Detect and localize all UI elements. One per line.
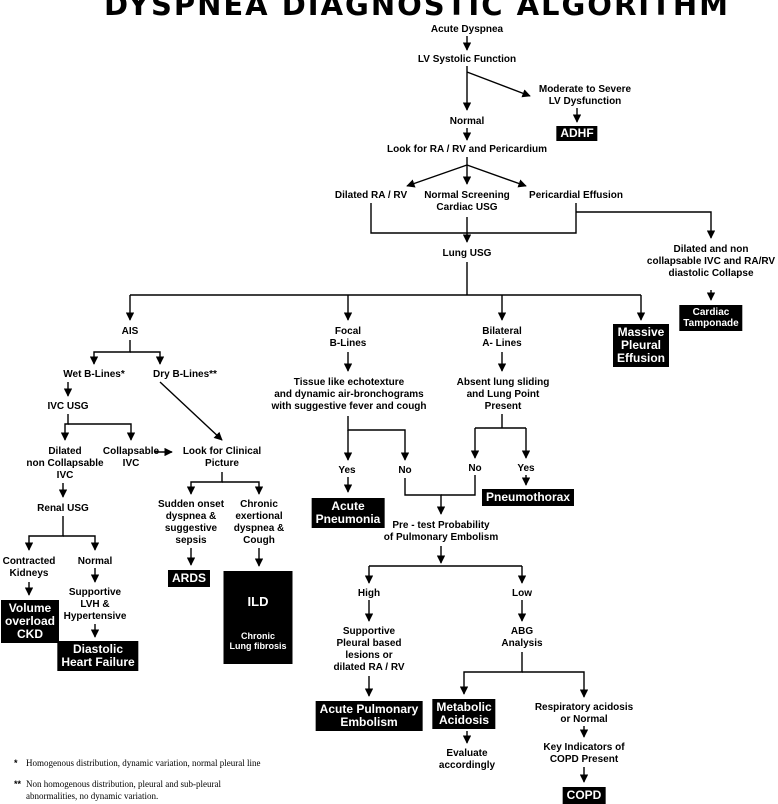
node-look-clinical-picture: Look for Clinical Picture [182, 446, 262, 469]
box-ild-subtitle: Chronic Lung fibrosis [229, 631, 287, 651]
box-ards: ARDS [167, 570, 211, 587]
box-ild-title: ILD [247, 594, 269, 609]
node-supportive-lvh: Supportive LVH & Hypertensive [63, 587, 127, 622]
arrow-no-to-pretest [404, 478, 446, 515]
footnote-1: * Homogenous distribution, dynamic variat… [14, 757, 260, 769]
box-massive-pleural-effusion: Massive Pleural Effusion [613, 324, 669, 367]
footnote-2-line1: Non homogenous distribution, pleural and… [26, 779, 221, 789]
arrow-abg-to-metabolic [459, 652, 523, 695]
node-absent-lung-sliding: Absent lung sliding and Lung Point Prese… [456, 377, 550, 412]
node-dilated-ra-rv: Dilated RA / RV [334, 190, 408, 201]
node-contracted-kidneys: Contracted Kidneys [2, 556, 56, 579]
node-pericardial-effusion: Pericardial Effusion [529, 190, 623, 201]
box-copd: COPD [562, 787, 606, 804]
node-respiratory-acidosis: Respiratory acidosis or Normal [534, 702, 634, 725]
connector-no-to-pretest [441, 475, 476, 496]
node-renal-usg: Renal USG [37, 503, 89, 514]
arrow-look-to-dilated [406, 164, 468, 188]
node-abg-analysis: ABG Analysis [501, 626, 543, 649]
node-sudden-onset-dyspnea: Sudden onset dyspnea & suggestive sepsis [157, 499, 225, 546]
node-supportive-pleural-lesions: Supportive Pleural based lesions or dila… [333, 626, 405, 673]
arrow-ivc-to-collapsable [68, 423, 136, 441]
arrow-look-to-effusion [466, 164, 527, 188]
arrow-effusion-to-ivc [576, 211, 716, 239]
node-ais: AIS [121, 326, 139, 337]
arrow-ais-to-dry [130, 351, 165, 365]
node-ivc-usg: IVC USG [47, 401, 89, 412]
box-acute-pneumonia: Acute Pneumonia [311, 498, 385, 528]
connector-effusion-bracket [467, 203, 577, 234]
node-renal-normal: Normal [77, 556, 113, 567]
node-pretest-probability-pe: Pre - test Probability of Pulmonary Embo… [383, 520, 499, 543]
footnote-1-text: Homogenous distribution, dynamic variati… [26, 758, 261, 768]
node-tissue-like-echotexture: Tissue like echotexture and dynamic air-… [271, 377, 427, 412]
box-cardiac-tamponade: Cardiac Tamponade [679, 305, 743, 331]
node-collapsable-ivc: Collapsable IVC [102, 446, 160, 469]
box-metabolic-acidosis: Metabolic Acidosis [432, 699, 496, 729]
arrow-tissue-to-no [347, 416, 410, 461]
node-chronic-exertional-dyspnea: Chronic exertional dyspnea & Cough [233, 499, 285, 546]
arrow-abg-to-respiratory [522, 671, 589, 698]
arrow-ais-to-wet [89, 340, 131, 365]
node-bilateral-yes: Yes [517, 463, 535, 474]
arrow-clinical-to-chronic [222, 481, 264, 495]
node-high: High [357, 588, 381, 599]
node-dry-b-lines: Dry B-Lines** [153, 369, 217, 380]
node-bilateral-a-lines: Bilateral A- Lines [482, 326, 522, 349]
node-dilated-ivc-collapse: Dilated and non collapsable IVC and RA/R… [646, 244, 776, 279]
footnote-2-marker: ** [14, 779, 22, 789]
node-wet-b-lines: Wet B-Lines* [63, 369, 125, 380]
node-look-ra-rv-pericardium: Look for RA / RV and Pericardium [386, 144, 548, 155]
node-low: Low [512, 588, 532, 599]
node-key-indicators-copd: Key Indicators of COPD Present [543, 742, 625, 765]
node-lv-systolic-function: LV Systolic Function [417, 54, 517, 65]
footnote-2: ** Non homogenous distribution, pleural a… [14, 778, 221, 802]
node-focal-no: No [398, 465, 412, 476]
box-pneumothorax: Pneumothorax [481, 489, 575, 506]
node-bilateral-no: No [468, 463, 482, 474]
arrow-lv-to-moderate [466, 71, 531, 98]
node-focal-b-lines: Focal B-Lines [329, 326, 367, 349]
connector-dilated-bracket [370, 203, 467, 234]
footnote-1-marker: * [14, 758, 18, 768]
node-normal-screening: Normal Screening Cardiac USG [424, 190, 510, 213]
node-focal-yes: Yes [338, 465, 356, 476]
box-diastolic-heart-failure: Diastolic Heart Failure [57, 641, 139, 671]
box-acute-pulmonary-embolism: Acute Pulmonary Embolism [315, 701, 423, 731]
box-volume-overload-ckd: Volume overload CKD [0, 600, 60, 643]
node-evaluate-accordingly: Evaluate accordingly [438, 748, 496, 771]
arrow-clinical-to-sudden [186, 472, 223, 495]
node-lung-usg: Lung USG [442, 248, 492, 259]
arrow-dry-to-clinical [159, 381, 223, 441]
arrow-renal-to-contracted [24, 516, 64, 551]
node-acute-dyspnea: Acute Dyspnea [430, 24, 504, 35]
footnote-2-line2: abnormalities, no dynamic variation. [26, 791, 159, 801]
box-adhf: ADHF [556, 126, 598, 141]
node-moderate-severe-lv-dysfunction: Moderate to Severe LV Dysfunction [538, 84, 632, 107]
diagram-title: DYSPNEA DIAGNOSTIC ALGORITHM [103, 0, 730, 22]
node-dilated-non-collapsable-ivc: Dilated non Collapsable IVC [26, 446, 104, 481]
arrow-renal-to-normal [63, 535, 100, 551]
node-normal-lv: Normal [449, 116, 485, 127]
arrow-ivc-to-dilated [60, 414, 70, 441]
box-ild: ILD Chronic Lung fibrosis [223, 571, 293, 664]
